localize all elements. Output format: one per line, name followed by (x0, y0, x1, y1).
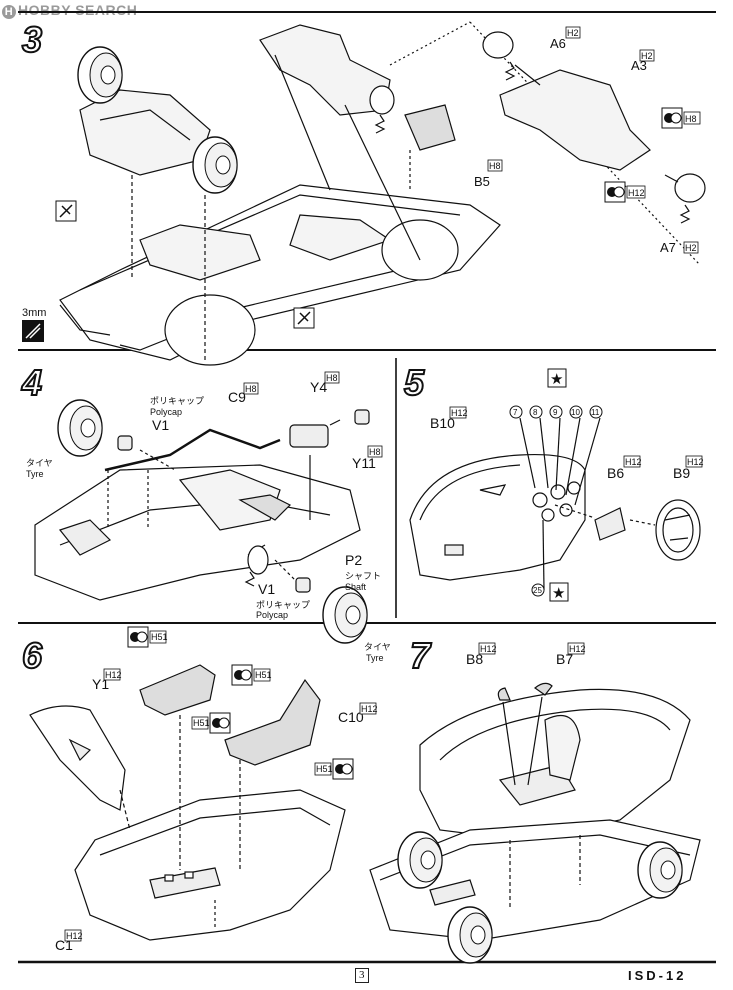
part-label-v1-top: V1 (152, 417, 169, 433)
decal-25: 25 (533, 586, 542, 595)
step-7-labels: B8 H12 B7 H12 (466, 642, 586, 667)
polycap-en-bottom: Polycap (256, 610, 288, 620)
step-7-number: 7 (410, 635, 432, 676)
part-label-b7: B7 (556, 651, 573, 667)
rear-chassis-illustration (34, 455, 361, 601)
step-5-labels: ★ 7 8 9 10 11 25 ★ B10 H12 (430, 368, 704, 602)
watermark-mark: H (2, 5, 16, 19)
step-5: 5 ★ (403, 361, 704, 602)
paint-tag-c10: H12 (361, 704, 378, 714)
paint-tag-h51-right: H51 (255, 670, 272, 680)
part-label-y4: Y4 (310, 379, 327, 395)
step-6-number: 6 (22, 635, 43, 676)
dashboard-illustration (409, 417, 701, 591)
page-number: 3 (355, 968, 369, 983)
decal-8: 8 (533, 408, 538, 417)
paint-tag-upright-h12: H12 (628, 188, 645, 198)
paint-tag-a6: H2 (567, 28, 579, 38)
part-label-p2: P2 (345, 552, 362, 568)
part-label-c9: C9 (228, 389, 246, 405)
step-4-labels: ポリキャップ Polycap V1 タイヤ Tyre C9 H8 Y4 H8 Y… (26, 371, 391, 663)
upright-detail-illustration (482, 31, 706, 224)
decal-star-icon: ★ (547, 368, 567, 388)
paint-tag-b10: H12 (451, 408, 468, 418)
paint-tag-b7: H12 (569, 644, 586, 654)
paint-tag-a7: H2 (685, 243, 697, 253)
car-assembly-illustration (369, 682, 701, 964)
paint-tag-h51-top: H51 (151, 632, 168, 642)
drill-size-label: 3mm (22, 307, 46, 319)
part-label-b8: B8 (466, 651, 483, 667)
part-label-v1-bottom: V1 (258, 581, 275, 597)
paint-tag-y4: H8 (326, 373, 338, 383)
instruction-code: ISD-12 (628, 968, 687, 983)
paint-tag-h51-bottom: H51 (316, 764, 333, 774)
cut-icon (55, 200, 77, 222)
axle-and-parts-illustration (57, 399, 370, 644)
decal-star-icon: ★ (549, 582, 569, 602)
step-4: 4 ポリキャップ Poly (20, 361, 391, 663)
part-label-b10: B10 (430, 415, 455, 431)
step-3-labels: A6 H2 A3 H2 A7 H2 B5 H8 H8 H12 3mm (22, 26, 701, 342)
decal-10: 10 (571, 408, 580, 417)
step-4-number: 4 (21, 362, 42, 403)
cut-icon (293, 307, 315, 329)
decal-circles: 7 8 9 10 11 25 (509, 405, 603, 597)
step-6: 6 H51 H51 H51 H5 (21, 626, 378, 953)
tyre-ja-top: タイヤ (26, 458, 53, 468)
svg-text:★: ★ (552, 585, 565, 602)
paint-tag-b6: H12 (625, 457, 642, 467)
step-6-labels: H51 H51 H51 H51 Y1 H12 C10 H12 C1 H12 (55, 626, 378, 953)
paint-tag-b9: H12 (687, 457, 704, 467)
paint-tag-upright-h8: H8 (685, 114, 697, 124)
part-label-b9: B9 (673, 465, 690, 481)
decal-7: 7 (513, 408, 518, 417)
part-label-a6: A6 (550, 36, 566, 51)
tyre-ja-bottom: タイヤ (364, 642, 391, 652)
decal-11: 11 (591, 408, 600, 417)
step-3-number: 3 (22, 19, 42, 60)
part-label-a7: A7 (660, 240, 676, 255)
paint-tag-b8: H12 (480, 644, 497, 654)
watermark-text: HOBBY SEARCH (18, 2, 138, 18)
paint-tag-h51-middle: H51 (193, 718, 210, 728)
step-3: 3 (21, 18, 706, 366)
paint-tag-c9: H8 (245, 384, 257, 394)
part-label-a3: A3 (631, 58, 647, 73)
paint-tag-y11: H8 (369, 447, 381, 457)
paint-tag-y1: H12 (105, 670, 122, 680)
front-suspension-illustration (77, 46, 238, 360)
part-label-c10: C10 (338, 709, 364, 725)
polycap-ja-top: ポリキャップ (150, 396, 204, 406)
shaft-ja: シャフト (345, 571, 381, 581)
step-7: 7 B8 H12 B7 H12 (369, 634, 701, 964)
tyre-en-top: Tyre (26, 469, 44, 479)
part-label-y11: Y11 (352, 455, 376, 471)
shaft-en: Shaft (345, 582, 367, 592)
polycap-ja-bottom: ポリキャップ (256, 600, 310, 610)
polycap-en-top: Polycap (150, 407, 182, 417)
paint-tag-c1: H12 (66, 931, 83, 941)
step-5-number: 5 (404, 362, 425, 403)
paint-tag-b5: H8 (489, 161, 501, 171)
part-label-b5: B5 (474, 174, 490, 189)
frame (18, 11, 716, 964)
paint-tag-a3: H2 (641, 51, 653, 61)
decal-9: 9 (553, 408, 558, 417)
chassis-illustration (59, 184, 501, 366)
part-label-b6: B6 (607, 465, 624, 481)
interior-tub-illustration (29, 664, 346, 941)
svg-text:★: ★ (550, 371, 563, 388)
tyre-en-bottom: Tyre (366, 653, 384, 663)
rear-suspension-illustration (259, 21, 701, 266)
